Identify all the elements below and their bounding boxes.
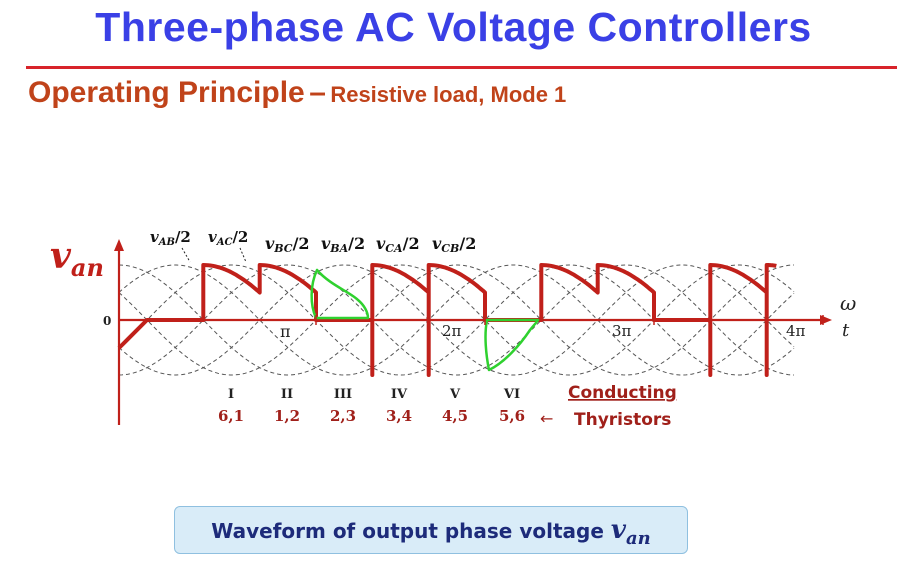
tick-label-4pi: 4π	[786, 322, 806, 340]
interval-iii: III	[334, 387, 352, 402]
thyristor-pair-labels: 6,1 1,2 2,3 3,4 4,5 5,6	[218, 407, 525, 425]
interval-i: I	[228, 387, 234, 402]
subtitle-detail: Resistive load, Mode 1	[330, 82, 567, 107]
label-vbc: vBC/2	[265, 234, 310, 255]
pair-1-2: 1,2	[274, 407, 300, 425]
pair-3-4: 3,4	[386, 407, 412, 425]
thyristors-label: Thyristors	[574, 410, 671, 430]
interval-iv: IV	[391, 387, 408, 402]
subtitle-separator: –	[309, 76, 326, 109]
y-axis-symbol: v	[50, 235, 72, 277]
y-axis-label: van	[50, 235, 104, 282]
pair-4-5: 4,5	[442, 407, 468, 425]
label-vca: vCA/2	[376, 234, 420, 255]
tick-label-2pi: 2π	[442, 322, 462, 340]
label-pointer-vab	[181, 247, 191, 263]
slide-subtitle: Operating Principle – Resistive load, Mo…	[28, 76, 566, 110]
label-pointer-vac	[239, 247, 247, 263]
line-voltage-curves	[118, 264, 795, 376]
dashed-sinusoid	[118, 264, 795, 376]
y-axis-arrowhead	[114, 239, 124, 251]
green-highlight-trace	[484, 318, 540, 372]
van-waveform-line	[117, 263, 778, 377]
conducting-label: Conducting	[568, 383, 677, 403]
dashed-sinusoid	[118, 264, 795, 376]
pair-5-6: 5,6	[499, 407, 525, 425]
x-axis-arrowhead	[820, 315, 832, 325]
interval-v: V	[449, 387, 461, 402]
slide-title: Three-phase AC Voltage Controllers	[95, 4, 812, 50]
pointer-arrow-icon: ←	[540, 409, 553, 428]
pair-6-1: 6,1	[218, 407, 244, 425]
caption-subscript: an	[625, 528, 651, 549]
highlight-traces	[310, 268, 540, 372]
subtitle-main: Operating Principle	[28, 76, 305, 109]
interval-ii: II	[281, 387, 293, 402]
line-voltage-labels: vAB/2 vAC/2 vBC/2 vBA/2 vCA/2 vCB/2	[150, 228, 476, 255]
t-label: t	[842, 320, 850, 341]
omega-label: ω	[840, 291, 856, 315]
label-vac: vAC/2	[208, 228, 248, 248]
green-highlight-trace	[310, 268, 370, 320]
output-waveform	[117, 263, 778, 377]
y-axis-subscript: an	[71, 253, 104, 282]
pair-2-3: 2,3	[330, 407, 356, 425]
caption-box: Waveform of output phase voltage van	[174, 506, 688, 554]
caption-text: Waveform of output phase voltage	[211, 519, 611, 543]
label-vcb: vCB/2	[432, 234, 476, 255]
title-underline	[26, 66, 897, 69]
tick-label-pi: π	[280, 322, 291, 341]
caption-symbol: v	[610, 515, 626, 545]
interval-vi: VI	[503, 387, 520, 402]
zero-label: 0	[103, 314, 111, 328]
tick-label-3pi: 3π	[612, 322, 632, 340]
label-vba: vBA/2	[321, 234, 365, 255]
label-vab: vAB/2	[150, 228, 191, 248]
interval-labels: I II III IV V VI	[228, 387, 520, 402]
